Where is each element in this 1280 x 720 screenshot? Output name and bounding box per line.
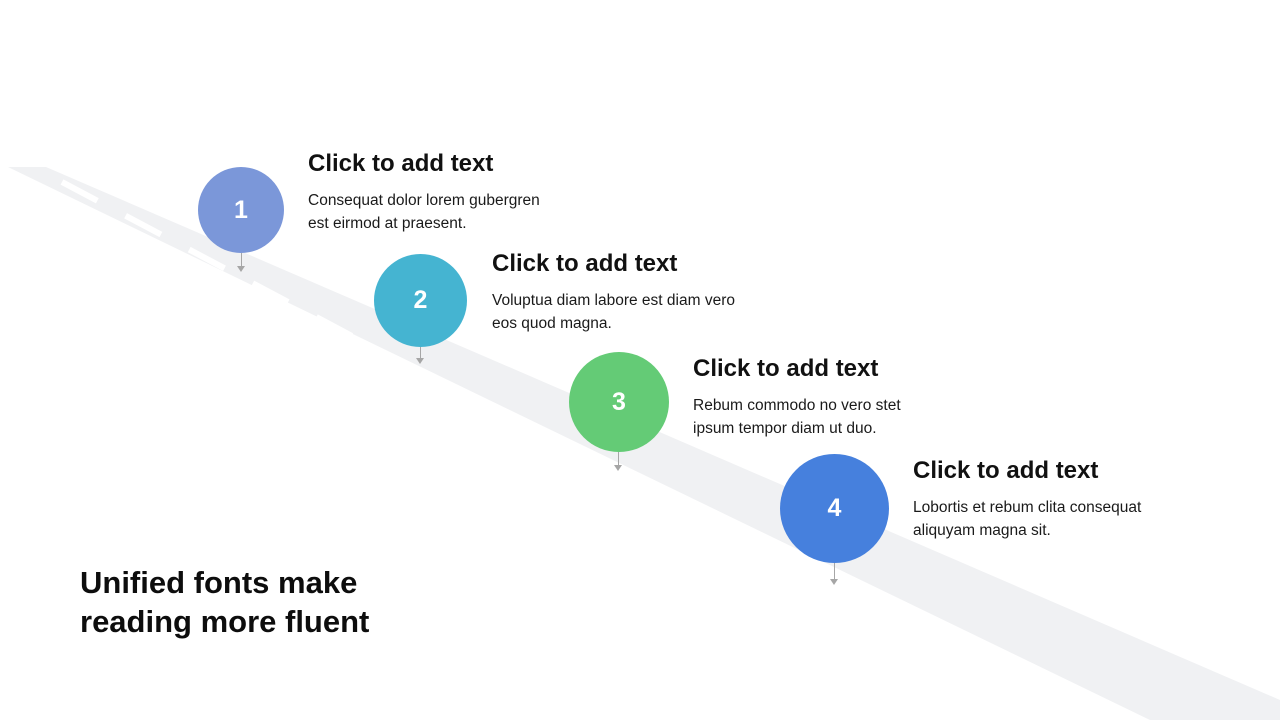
step-marker-4: 4 xyxy=(780,454,889,563)
road-center-dashes xyxy=(60,179,1062,715)
step-desc-2-line-2: eos quod magna. xyxy=(492,315,612,332)
pin-line-2 xyxy=(420,347,421,358)
step-desc-3-line-2: ipsum tempor diam ut duo. xyxy=(693,420,877,437)
pin-arrow-1 xyxy=(237,266,245,272)
step-desc-3-line-1: Rebum commodo no vero stet xyxy=(693,397,901,414)
step-desc-1[interactable]: Consequat dolor lorem gubergren est eirm… xyxy=(308,189,578,235)
pin-line-1 xyxy=(241,253,242,266)
pin-arrow-4 xyxy=(830,579,838,585)
step-desc-4-line-2: aliquyam magna sit. xyxy=(913,522,1051,539)
step-desc-4-line-1: Lobortis et rebum clita consequat xyxy=(913,499,1142,516)
pin-line-4 xyxy=(834,563,835,579)
headline-line-1: Unified fonts make xyxy=(80,565,358,600)
headline-line-2: reading more fluent xyxy=(80,604,370,639)
step-title-4[interactable]: Click to add text xyxy=(913,457,1099,484)
step-marker-2: 2 xyxy=(374,254,467,347)
step-number-2: 2 xyxy=(413,286,428,314)
step-number-1: 1 xyxy=(234,195,248,224)
step-desc-1-line-1: Consequat dolor lorem gubergren xyxy=(308,192,540,209)
step-desc-2[interactable]: Voluptua diam labore est diam vero eos q… xyxy=(492,289,762,335)
step-desc-1-line-2: est eirmod at praesent. xyxy=(308,215,467,232)
step-title-1[interactable]: Click to add text xyxy=(308,150,494,177)
step-title-2[interactable]: Click to add text xyxy=(492,250,678,277)
step-number-3: 3 xyxy=(612,387,626,416)
step-desc-4[interactable]: Lobortis et rebum clita consequat aliquy… xyxy=(913,496,1183,542)
step-desc-3[interactable]: Rebum commodo no vero stet ipsum tempor … xyxy=(693,394,963,440)
step-title-3[interactable]: Click to add text xyxy=(693,355,879,382)
pin-arrow-2 xyxy=(416,358,424,364)
headline[interactable]: Unified fonts make reading more fluent xyxy=(80,563,500,641)
step-marker-1: 1 xyxy=(198,167,284,253)
pin-line-3 xyxy=(618,452,619,465)
step-marker-3: 3 xyxy=(569,352,669,452)
step-desc-2-line-1: Voluptua diam labore est diam vero xyxy=(492,292,735,309)
pin-arrow-3 xyxy=(614,465,622,471)
step-number-4: 4 xyxy=(827,494,842,522)
